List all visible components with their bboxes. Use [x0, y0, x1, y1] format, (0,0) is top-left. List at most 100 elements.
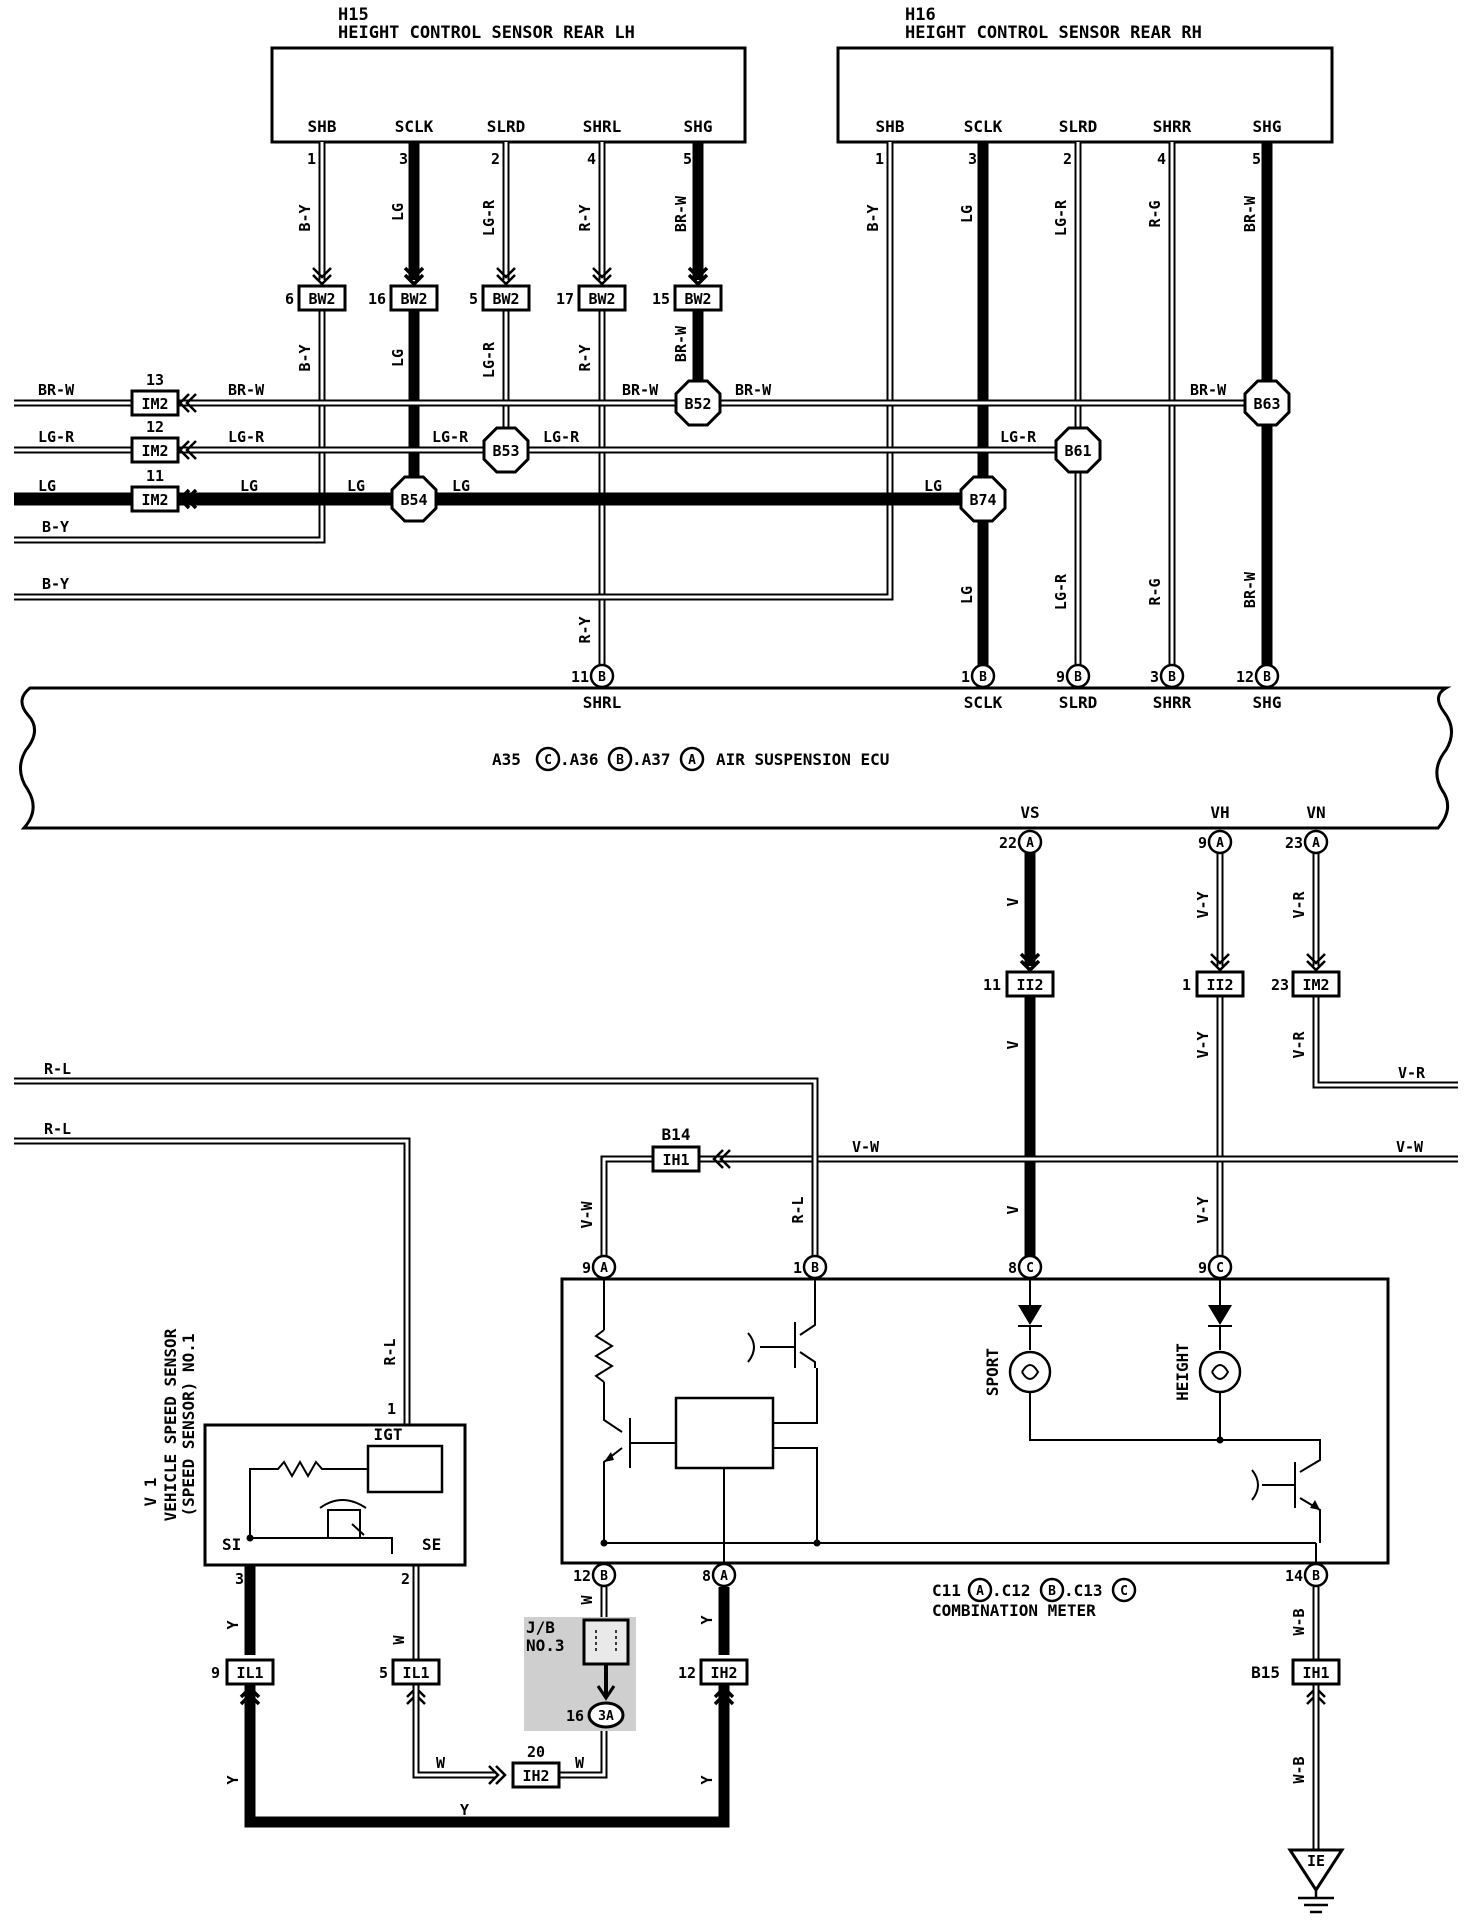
sensor-rh-term-4: SHG [1253, 117, 1282, 136]
vl-lh-5: BR-W [672, 195, 690, 232]
label-lgr-c: LG-R [543, 428, 580, 446]
label-brw-c: BR-W [735, 381, 772, 399]
jb-3a-text: 3A [598, 1709, 614, 1724]
vss-name-2: (SPEED SENSOR) NO.1 [179, 1333, 198, 1516]
jb-fuse-dots [595, 1630, 617, 1654]
hl-rl-2: R-L [44, 1120, 71, 1138]
im2-pin-vn: 23 [1271, 976, 1289, 994]
meter-pin-1b-pin: 1 [793, 1259, 802, 1277]
vl-rl-2: R-L [381, 1338, 399, 1365]
chev-vh-c1 [1210, 960, 1230, 972]
chev-im2-left-0-c0 [185, 393, 197, 413]
vl-wb-2: W-B [1290, 1756, 1308, 1783]
splice-b53: B53 [482, 426, 530, 474]
conn-ih1-vw-box [651, 1145, 701, 1173]
left-bus-wire-0: BR-W [38, 381, 75, 399]
sensor-lh-term-4: SHG [684, 117, 713, 136]
ecu-top-pin-4-pin: 12 [1236, 668, 1254, 686]
conn-ii2-vh-text: II2 [1206, 976, 1233, 994]
vl-lh-3b: LG-R [480, 341, 498, 378]
ecu-top-pin-0: B11 [571, 663, 615, 689]
splice-b74-text: B74 [969, 491, 996, 509]
ecu-top-pin-4-conn: B [1263, 670, 1271, 685]
meter-title-c: .C13 [1064, 1581, 1103, 1600]
chev-vn-c0 [1306, 953, 1326, 965]
sensor-lh-id: H15 [338, 5, 369, 25]
m-tr3-wave [1251, 1469, 1259, 1501]
conn-im2-left-0: IM2 [130, 389, 180, 417]
wire-rl-vss [14, 1137, 411, 1425]
vl-rh-4b: R-G [1146, 578, 1164, 605]
ground-ie: IE [1287, 1848, 1345, 1914]
conn-ii2-vs-box [1005, 970, 1055, 998]
ii2-pin-b: 1 [1182, 976, 1191, 994]
sensor-lh-pin-4: 5 [683, 150, 692, 168]
jb-fuse-box [582, 1618, 630, 1666]
sensor-rh-pin-4: 5 [1252, 150, 1261, 168]
meter-pin-12b-circle [591, 1562, 617, 1588]
ecu-title-mid: .A36 [560, 750, 599, 769]
conn-im2-left-2: IM2 [130, 485, 180, 513]
conn-im2-left-1-text: IM2 [141, 442, 168, 460]
sensor-lh-pin-0: 1 [307, 150, 316, 168]
wire-vw-down [600, 1155, 652, 1256]
ecu-body [19, 686, 1453, 830]
bw2-pin-3: 17 [556, 290, 574, 308]
meter-title-c1: A [976, 1584, 984, 1599]
label-brw-b: BR-W [622, 381, 659, 399]
splice-b52-text: B52 [684, 395, 711, 413]
chev-im2-left-1-c0 [185, 440, 197, 460]
vss-coil [366, 1444, 444, 1494]
jb-3a [587, 1701, 625, 1729]
sensor-lh-term-1: SCLK [395, 117, 434, 136]
vl-rh-2b: LG [958, 586, 976, 604]
conn-im2-left-0-text: IM2 [141, 395, 168, 413]
sensor-rh-term-3: SHRR [1153, 117, 1192, 136]
vss-se: SE [422, 1535, 441, 1554]
sensor-lh-pin-1: 3 [399, 150, 408, 168]
chev-im2-left-2-c0 [184, 488, 198, 510]
conn-bw2-0: BW2 [297, 284, 347, 312]
wire-rl-meter-core [14, 1079, 817, 1256]
vl-y-3: Y [698, 1775, 716, 1784]
m-sport-lamp [1008, 1350, 1052, 1394]
conn-il1-w-text: IL1 [402, 1664, 429, 1682]
chev-im2-left-1 [178, 440, 197, 460]
ecu-top-pin-4-circle [1254, 663, 1280, 689]
chev-im2-left-0 [178, 393, 197, 413]
sensor-lh-pin-2: 2 [491, 150, 500, 168]
sensor-rh-term-0: SHB [876, 117, 905, 136]
meter-pin-9a-pin: 9 [582, 1259, 591, 1277]
vss-switch [327, 1509, 361, 1538]
splice-b53-shape [482, 426, 530, 474]
ground-ie-text: IE [1307, 1852, 1325, 1870]
conn-ih2-y-box [699, 1658, 749, 1686]
label-lg-d: LG [924, 477, 942, 495]
vl-rh-5: BR-W [1241, 195, 1259, 232]
meter-title-a: C11 [932, 1581, 961, 1600]
ecu-top-pin-0-conn: B [598, 670, 606, 685]
vl-rl-1: R-L [789, 1196, 807, 1223]
conn-im2-left-2-text: IM2 [141, 491, 168, 509]
conn-bw2-2-box [481, 284, 531, 312]
ecu-top-pin-3-conn: B [1168, 670, 1176, 685]
chev-lh-2-c1 [496, 274, 516, 286]
chev-lh-4-c1 [687, 273, 709, 287]
chev-ih2-y [713, 1685, 735, 1706]
vl-lh-5b: BR-W [672, 325, 690, 362]
chev-lh-2 [496, 267, 516, 286]
ecu-top-name-3: SHRR [1153, 693, 1192, 712]
chev-lh-1-c0 [403, 266, 425, 280]
ecu-top-pin-1: B1 [961, 663, 996, 689]
vss-resistor [249, 1459, 368, 1538]
vss-se-line [250, 1537, 393, 1554]
m-tr1-arrow [604, 1452, 614, 1462]
conn-il1-w: IL1 [391, 1658, 441, 1686]
ecu-bot-pin-0-pin: 22 [999, 834, 1017, 852]
vl-lh-2b: LG [389, 349, 407, 367]
chev-ih2-w-c1 [495, 1765, 507, 1785]
